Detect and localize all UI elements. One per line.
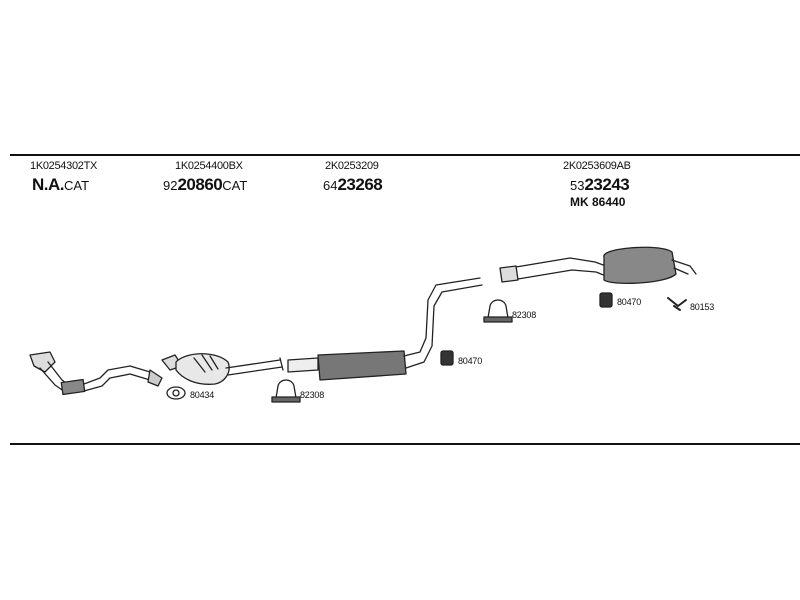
callout-bracket: 80153 bbox=[690, 302, 715, 312]
bottom-divider bbox=[10, 443, 800, 445]
bracket-icon bbox=[667, 297, 687, 311]
callout-hanger-rear: 80470 bbox=[617, 297, 642, 307]
part-number-3: 2K0253209 bbox=[325, 160, 379, 172]
order-code-3: 6423268 bbox=[323, 175, 383, 194]
hanger-icon-rear bbox=[599, 292, 613, 308]
order-code-4: 5323243 bbox=[570, 175, 630, 194]
middle-silencer bbox=[287, 277, 483, 381]
part-number-4: 2K0253609AB bbox=[563, 160, 631, 172]
order-code-1: N.A.CAT bbox=[32, 175, 90, 194]
clamp-icon-front bbox=[271, 379, 301, 403]
callout-clamp-front: 82308 bbox=[300, 390, 325, 400]
front-pipe bbox=[29, 351, 163, 396]
order-code-2: 9220860CAT bbox=[163, 175, 248, 194]
top-divider bbox=[10, 154, 800, 156]
catalytic-converter bbox=[161, 353, 284, 385]
rear-muffler bbox=[499, 246, 697, 284]
clamp-icon-rear bbox=[483, 299, 513, 323]
callout-hanger-front: 80470 bbox=[458, 356, 483, 366]
kit-code-4: MK 86440 bbox=[570, 195, 626, 209]
hanger-icon-front bbox=[440, 350, 454, 366]
part-number-1: 1K0254302TX bbox=[30, 160, 98, 172]
callout-clamp-rear: 82308 bbox=[512, 310, 537, 320]
part-number-2: 1K0254400BX bbox=[175, 160, 243, 172]
callout-gasket: 80434 bbox=[190, 390, 215, 400]
gasket-icon bbox=[166, 386, 186, 400]
